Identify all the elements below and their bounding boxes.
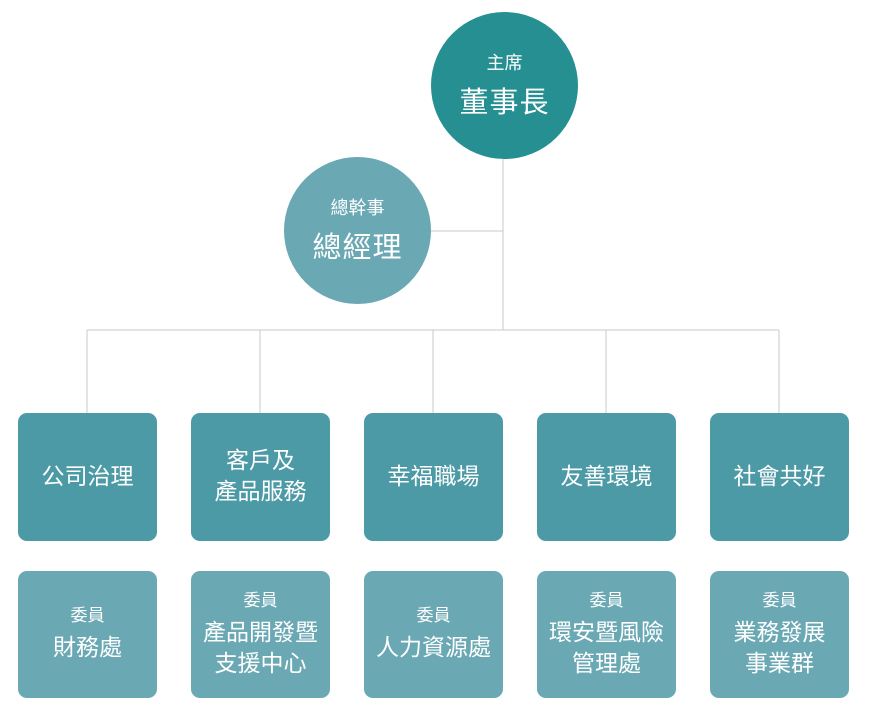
pillar-label: 社會共好 [733,463,826,490]
pillar-box-happy-workplace: 幸福職場 [364,413,503,541]
gm-role: 總幹事 [330,197,385,219]
pillar-box-friendly-environment: 友善環境 [537,413,676,541]
pillar-label: 友善環境 [560,463,653,490]
gm-node: 總幹事 總經理 [284,157,431,304]
committee-name: 環安暨風險 管理處 [549,619,664,677]
pillar-box-corporate-governance: 公司治理 [18,413,157,541]
committee-box-product-development: 委員 產品開發暨 支援中心 [191,571,330,698]
committee-box-finance: 委員 財務處 [18,571,157,698]
gm-title: 總經理 [312,229,403,264]
committee-box-business-development: 委員 業務發展 事業群 [710,571,849,698]
committee-name: 人力資源處 [376,635,491,661]
committee-box-environment-risk: 委員 環安暨風險 管理處 [537,571,676,698]
committee-role: 委員 [70,606,105,626]
chair-node: 主席 董事長 [431,12,578,159]
chair-title: 董事長 [459,84,550,119]
committee-box-human-resources: 委員 人力資源處 [364,571,503,698]
pillar-label: 客戶及 產品服務 [214,448,307,505]
committee-name: 財務處 [53,635,122,661]
pillar-label: 幸福職場 [387,463,480,490]
chair-role: 主席 [486,52,523,74]
committee-role: 委員 [589,590,624,611]
committee-name: 產品開發暨 支援中心 [203,619,318,677]
pillar-box-customer-service: 客戶及 產品服務 [191,413,330,541]
pillar-label: 公司治理 [41,463,134,490]
committee-role: 委員 [416,606,451,626]
pillar-box-social-good: 社會共好 [710,413,849,541]
committee-role: 委員 [243,590,278,611]
committee-role: 委員 [762,590,797,611]
committee-name: 業務發展 事業群 [733,619,826,677]
